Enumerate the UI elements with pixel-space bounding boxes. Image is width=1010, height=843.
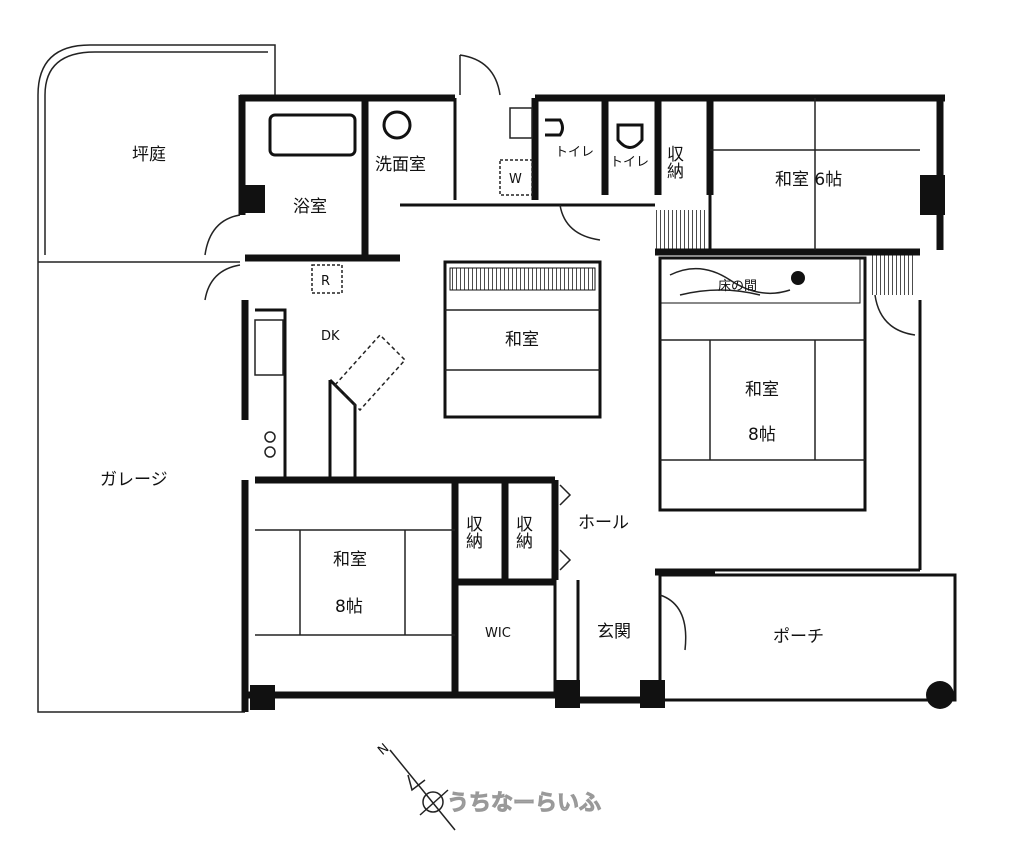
tokonoma-area <box>659 257 861 304</box>
column <box>555 680 580 708</box>
column <box>240 185 265 213</box>
room-label-washitsu-center: 和室 <box>505 330 539 350</box>
room-label-bath: 浴室 <box>293 197 327 217</box>
tsuboniwa-inner <box>44 51 268 255</box>
column <box>920 175 945 215</box>
tokonoma-label: 床の間 <box>718 279 757 294</box>
fridge-space <box>311 264 343 294</box>
sink-icon <box>509 107 533 139</box>
bathtub-icon <box>268 113 357 157</box>
room-label-toilet-1: トイレ <box>555 145 594 160</box>
room-size-washitsu-right: 8帖 <box>748 425 776 445</box>
room-label-toilet-2: トイレ <box>610 155 649 170</box>
watermark: うちなーらいふ <box>447 791 601 816</box>
tatami-lines <box>255 98 920 636</box>
garage-outline <box>37 262 245 713</box>
kitchen-sink-icon <box>254 319 284 376</box>
washer-space <box>499 159 533 196</box>
room-label-wic: WIC <box>485 626 511 641</box>
room-label-dk: DK <box>321 329 340 344</box>
stairs-step <box>870 250 915 295</box>
north-arrow-icon: N <box>375 741 456 831</box>
room-label-porch: ポーチ <box>773 627 824 647</box>
porch-column <box>926 681 954 709</box>
oshiire-hatch <box>449 267 596 291</box>
stove-burner-icon <box>264 431 276 443</box>
tsuboniwa-outline <box>37 44 276 262</box>
stove-burner-icon <box>264 446 276 458</box>
wood-grain <box>669 267 791 296</box>
tokobashira <box>791 271 805 285</box>
dining-table-icon <box>333 333 407 412</box>
washer-label: W <box>509 172 522 187</box>
room-label-storage-1: 収納 <box>462 515 483 550</box>
room-label-washroom: 洗面室 <box>375 155 426 175</box>
fridge-label: R <box>321 274 330 289</box>
toilet-icon <box>616 123 644 149</box>
room-label-storage-top: 収納 <box>663 145 684 180</box>
room-size-washitsu-left: 8帖 <box>335 597 363 617</box>
wash-basin-icon <box>382 110 412 140</box>
porch-outline <box>658 573 957 702</box>
room-label-garage: ガレージ <box>100 470 168 490</box>
room-label-hall: ホール <box>578 513 629 533</box>
north-label: N <box>375 741 392 759</box>
door-swings <box>204 54 916 651</box>
room-label-tsuboniwa: 坪庭 <box>132 145 166 165</box>
stairs-step <box>655 210 705 250</box>
toilet-icon <box>545 118 564 137</box>
room-label-washitsu-left: 和室 <box>333 550 367 570</box>
column <box>250 685 275 710</box>
room-label-washitsu-6: 和室 6帖 <box>775 170 842 190</box>
room-label-storage-2: 収納 <box>512 515 533 550</box>
room-label-genkan: 玄関 <box>597 622 631 642</box>
room-label-washitsu-right: 和室 <box>745 380 779 400</box>
